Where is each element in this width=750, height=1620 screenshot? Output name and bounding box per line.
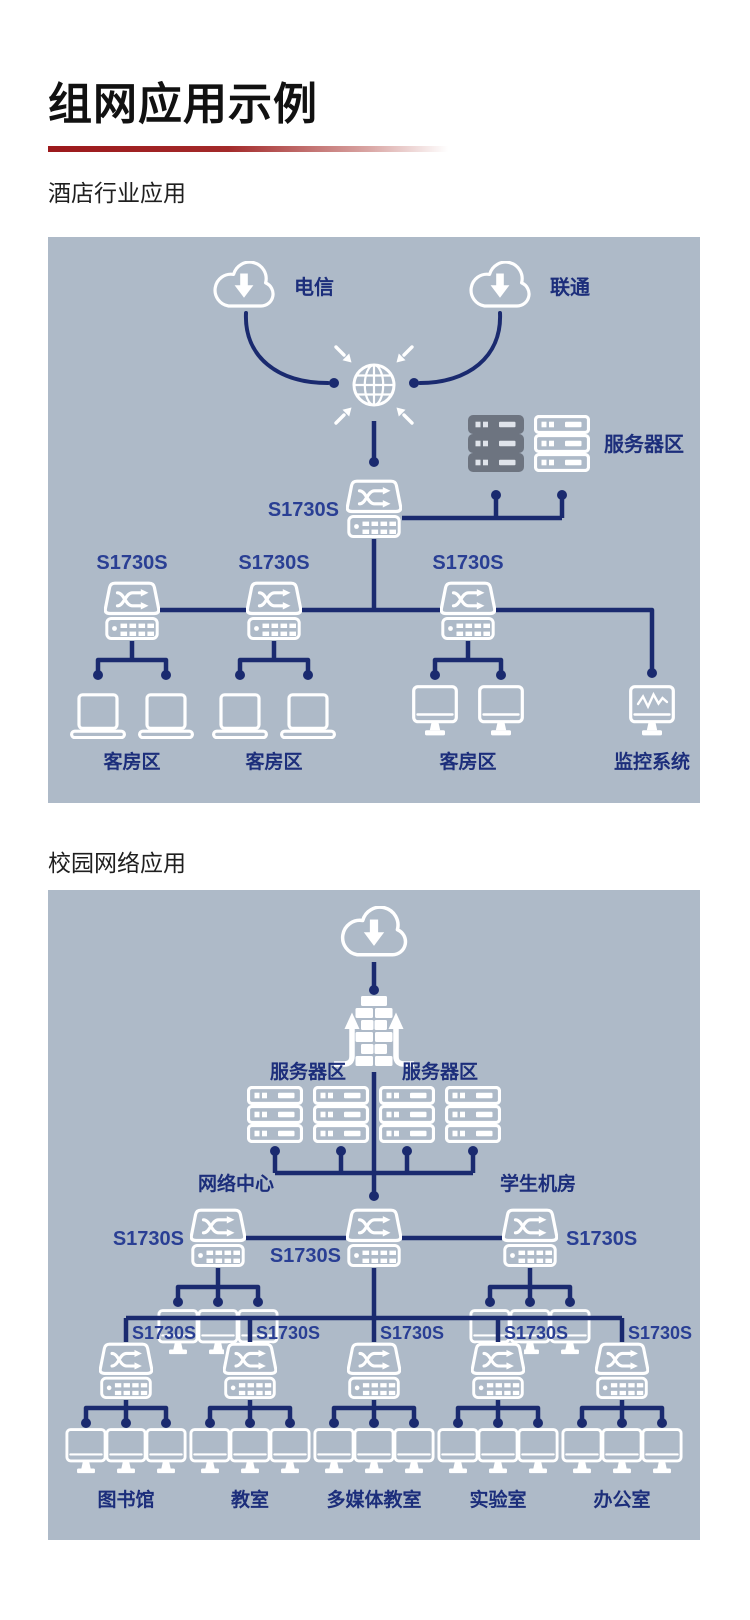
server-area-right-label: 服务器区 xyxy=(402,1060,478,1083)
edge-switch-label-3: S1730S xyxy=(380,1323,444,1343)
edge-switch-icon-1 xyxy=(99,1342,153,1400)
edge-switch-icon-2 xyxy=(223,1342,277,1400)
server-stack-icon xyxy=(379,1086,435,1143)
hotel-network-diagram: 电信 联通 服务器区 S1730S S1730S S1730S S1730S xyxy=(48,237,700,803)
laptop-icon xyxy=(70,693,126,739)
telecom-label: 电信 xyxy=(294,275,334,299)
desktop-icon xyxy=(412,685,458,738)
room-label-lab: 实验室 xyxy=(469,1488,526,1511)
firewall-icon xyxy=(334,996,414,1066)
access-switch-label-2: S1730S xyxy=(238,552,309,574)
student-room-switch-icon xyxy=(502,1208,558,1268)
desktop-icon xyxy=(601,1428,643,1475)
desktop-icon xyxy=(437,1428,479,1475)
group-label-guestroom-3: 客房区 xyxy=(439,750,496,773)
server-area-label: 服务器区 xyxy=(604,432,684,456)
network-center-label: 网络中心 xyxy=(198,1172,274,1195)
aggregation-branches xyxy=(173,1268,575,1307)
edge-switch-icon-3 xyxy=(347,1342,401,1400)
isp-links xyxy=(243,311,503,467)
internet-globe-icon xyxy=(334,345,414,425)
edge-switch-icon-5 xyxy=(595,1342,649,1400)
edge-switch-label-5: S1730S xyxy=(628,1323,692,1343)
campus-core-switch-label: S1730S xyxy=(270,1245,341,1267)
desktop-icon xyxy=(189,1428,231,1475)
access-switch-icon-3 xyxy=(440,581,496,641)
room-label-classroom: 教室 xyxy=(231,1488,269,1511)
server-stack-icon xyxy=(247,1086,303,1143)
unicom-cloud-icon xyxy=(469,261,531,308)
network-center-switch-icon xyxy=(190,1208,246,1268)
access-switch-icon-2 xyxy=(246,581,302,641)
group-label-guestroom-2: 客房区 xyxy=(245,750,302,773)
laptop-icon xyxy=(212,693,268,739)
desktop-icon xyxy=(641,1428,683,1475)
edge-branches xyxy=(81,1400,667,1428)
desktop-icon xyxy=(478,685,524,738)
core-switch-label: S1730S xyxy=(268,499,339,521)
server-bus xyxy=(270,1072,478,1201)
access-switch-icon-1 xyxy=(104,581,160,641)
desktop-icon xyxy=(145,1428,187,1475)
desktop-icon xyxy=(313,1428,355,1475)
server-area-left-label: 服务器区 xyxy=(270,1060,346,1083)
desktop-icon xyxy=(393,1428,435,1475)
server-stack-icon xyxy=(313,1086,369,1143)
server-stack-gray-icon xyxy=(468,415,524,472)
title-accent-bar xyxy=(48,146,448,152)
campus-diagram-canvas: 服务器区 服务器区 网络中心 学生机房 S1730S S1730S S1730S xyxy=(65,906,692,1511)
core-connectors xyxy=(160,490,657,678)
desktop-icon xyxy=(229,1428,271,1475)
section-heading-hotel: 酒店行业应用 xyxy=(48,180,186,206)
desktop-icon xyxy=(269,1428,311,1475)
edge-switch-icon-4 xyxy=(471,1342,525,1400)
desktop-icon xyxy=(105,1428,147,1475)
telecom-cloud-icon xyxy=(213,261,275,308)
page-title: 组网应用示例 xyxy=(48,80,318,129)
core-switch-icon xyxy=(346,479,402,539)
group-label-surveillance: 监控系统 xyxy=(614,750,690,773)
edge-switch-label-1: S1730S xyxy=(132,1323,196,1343)
internet-cloud-icon xyxy=(340,906,408,957)
edge-switch-label-2: S1730S xyxy=(256,1323,320,1343)
hotel-diagram-canvas: 电信 联通 服务器区 S1730S S1730S S1730S S1730S xyxy=(70,261,690,773)
unicom-label: 联通 xyxy=(550,276,590,299)
room-label-office: 办公室 xyxy=(593,1488,650,1511)
desktop-icon xyxy=(353,1428,395,1475)
campus-core-switch-icon xyxy=(346,1208,402,1268)
access-switch-label-3: S1730S xyxy=(432,552,503,574)
edge-switch-label-4: S1730S xyxy=(504,1323,568,1343)
server-stack-icon xyxy=(445,1086,501,1143)
desktop-icon xyxy=(517,1428,559,1475)
room-label-multimedia: 多媒体教室 xyxy=(326,1488,421,1511)
surveillance-monitor-icon xyxy=(629,685,675,738)
left-switch-label: S1730S xyxy=(113,1228,184,1250)
student-room-label: 学生机房 xyxy=(500,1172,576,1195)
laptop-icon xyxy=(138,693,194,739)
server-stack-white-icon xyxy=(534,415,590,472)
desktop-icon xyxy=(477,1428,519,1475)
desktop-icon xyxy=(65,1428,107,1475)
group-label-guestroom-1: 客房区 xyxy=(103,750,160,773)
access-switch-label-1: S1730S xyxy=(96,552,167,574)
access-branches xyxy=(93,641,506,680)
internet-link xyxy=(369,962,379,995)
laptop-icon xyxy=(280,693,336,739)
right-switch-label: S1730S xyxy=(566,1228,637,1250)
desktop-icon xyxy=(561,1428,603,1475)
campus-network-diagram: 服务器区 服务器区 网络中心 学生机房 S1730S S1730S S1730S xyxy=(48,890,700,1540)
section-heading-campus: 校园网络应用 xyxy=(48,850,186,876)
edge-bus xyxy=(123,1268,625,1342)
room-label-library: 图书馆 xyxy=(97,1488,154,1511)
